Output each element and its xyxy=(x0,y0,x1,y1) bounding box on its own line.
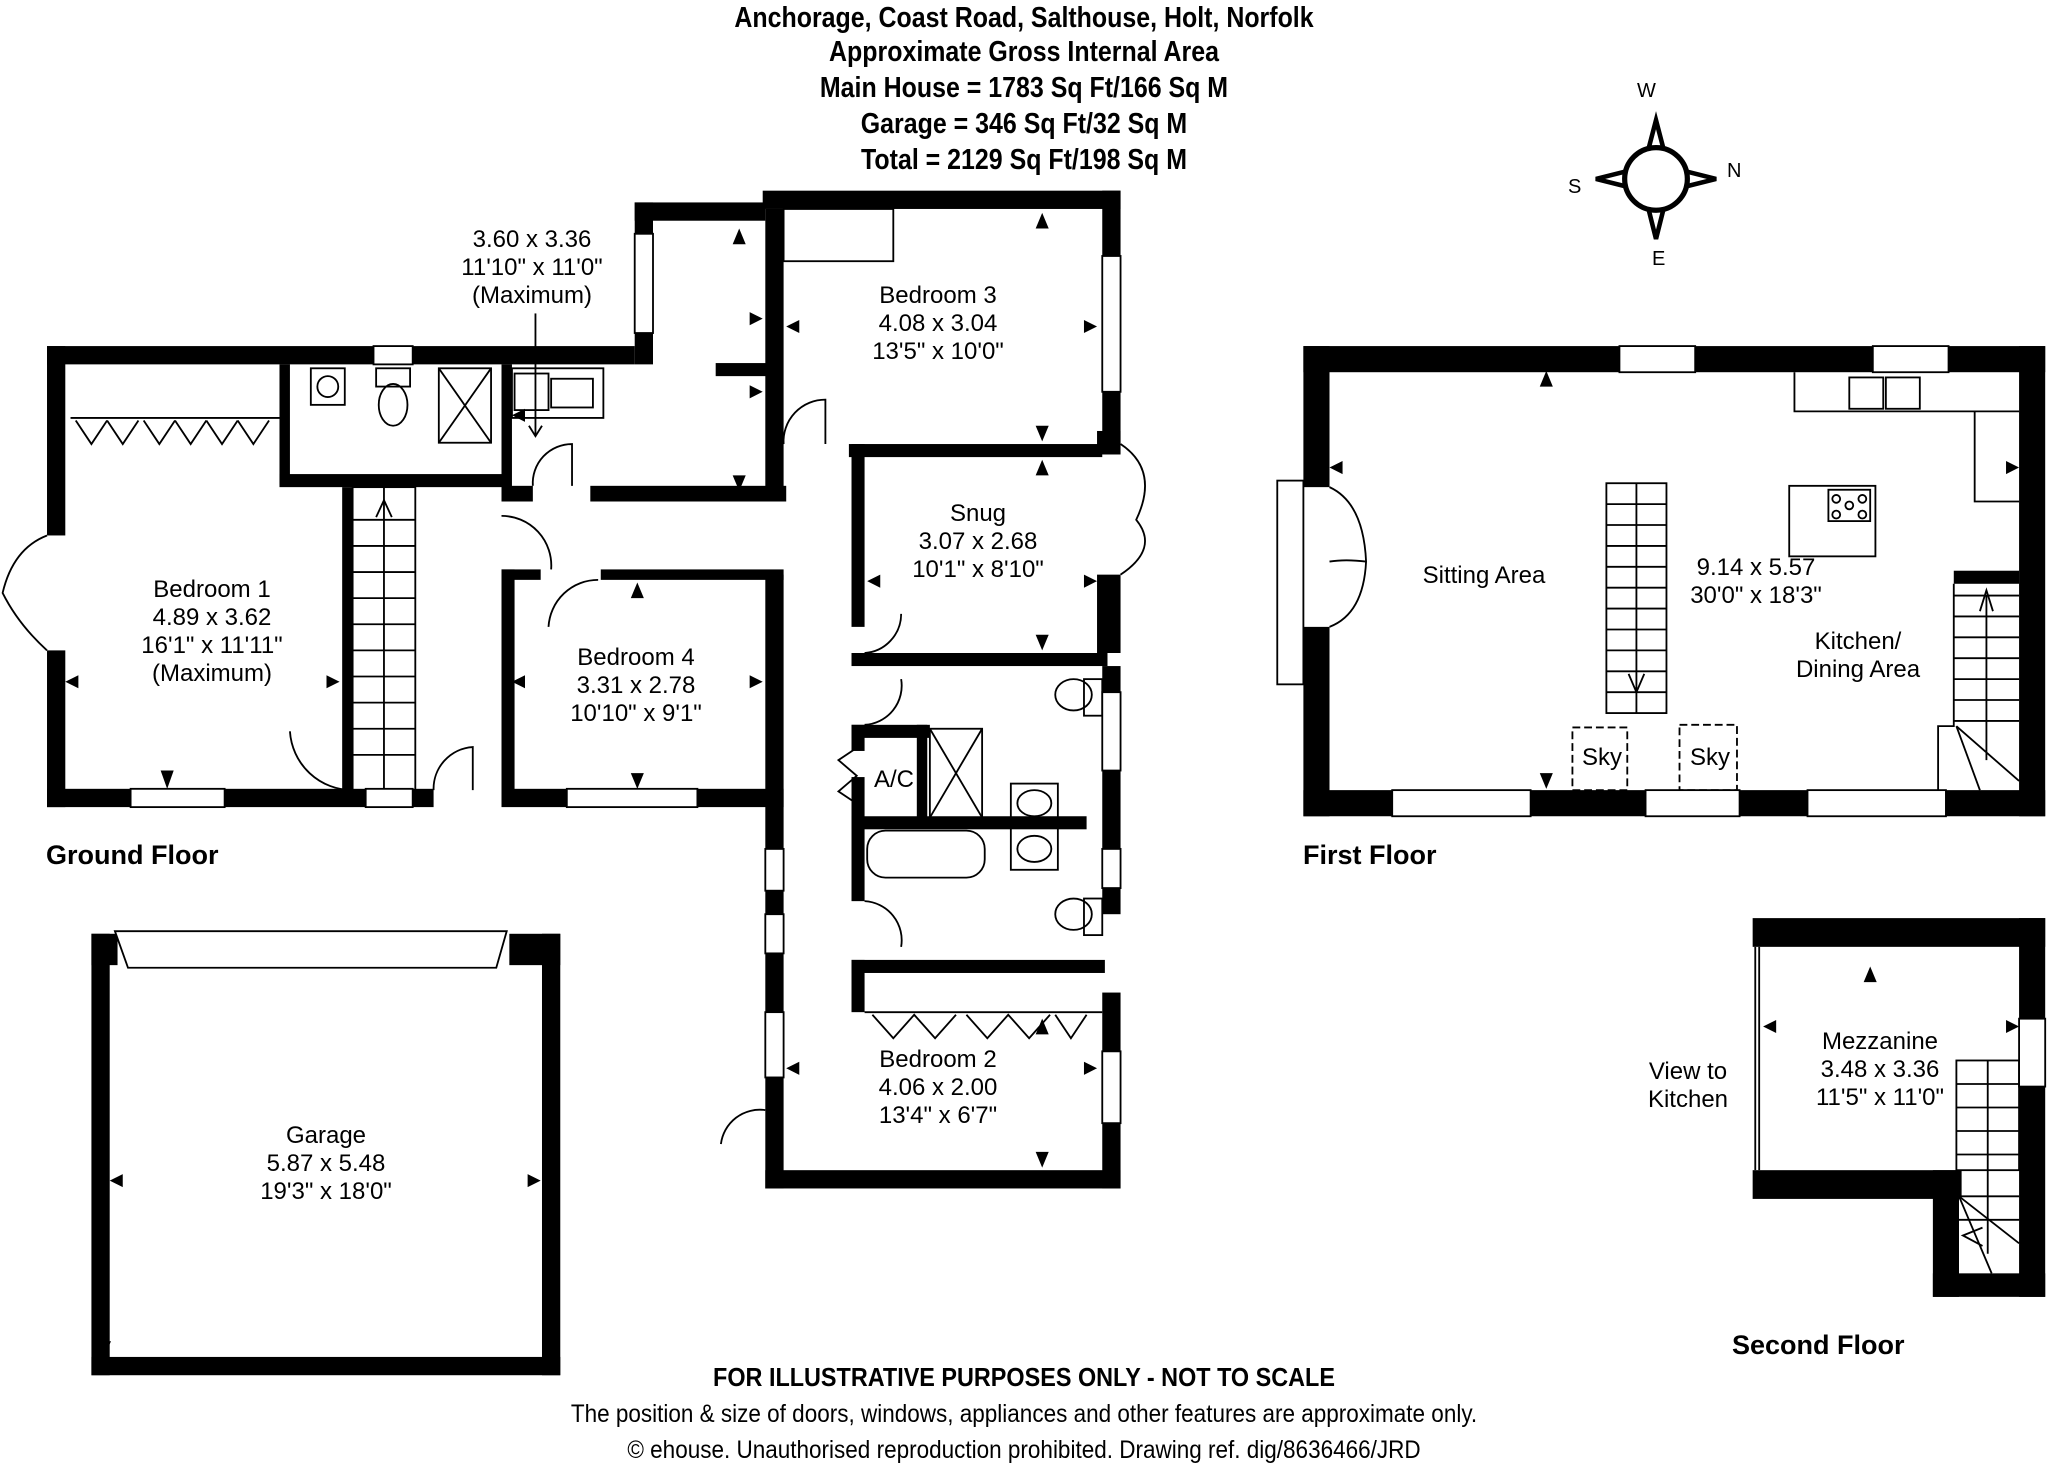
room-imperial: 13'5" x 10'0" xyxy=(872,338,1004,365)
ground-floor-walls xyxy=(47,190,1121,1189)
first-floor-fixtures xyxy=(1276,345,2020,818)
room-imperial: 19'3" x 18'0" xyxy=(260,1178,392,1205)
room-mezzanine: Mezzanine 3.48 x 3.36 11'5" x 11'0" xyxy=(1816,1028,1944,1112)
room-imperial: 10'10" x 9'1" xyxy=(570,700,702,727)
room-metric: 4.89 x 3.62 xyxy=(152,604,272,631)
room-name: Kitchen/ xyxy=(1814,628,1902,655)
second-floor-walls xyxy=(1752,918,2046,1297)
room-garage: Garage 5.87 x 5.48 19'3" x 18'0" xyxy=(260,1122,392,1206)
room-utility-dimensions: 3.60 x 3.36 11'10" x 11'0" (Maximum) xyxy=(461,226,602,310)
area-subtitle: Approximate Gross Internal Area xyxy=(829,36,1219,68)
ground-floor-fixtures xyxy=(1,208,1146,1145)
room-name: Snug xyxy=(949,500,1007,527)
room-metric: 3.48 x 3.36 xyxy=(1820,1056,1940,1083)
main-house-area: Main House = 1783 Sq Ft/166 Sq M xyxy=(819,72,1229,104)
garage-area: Garage = 346 Sq Ft/32 Sq M xyxy=(860,108,1188,140)
note-line1: View to xyxy=(1648,1058,1728,1085)
room-imperial: 13'4" x 6'7" xyxy=(878,1102,998,1129)
skylight-2: Sky xyxy=(1689,744,1731,771)
room-note: (Maximum) xyxy=(471,282,592,309)
room-name: Bedroom 4 xyxy=(577,644,695,671)
garage-walls xyxy=(91,933,561,1376)
compass-icon xyxy=(1595,111,1717,240)
room-name: Garage xyxy=(285,1122,367,1149)
dimension-markers xyxy=(65,212,1098,1168)
note-line2: Kitchen xyxy=(1647,1086,1729,1113)
compass-east-label: E xyxy=(1652,248,1666,270)
room-metric: 4.08 x 3.04 xyxy=(878,310,998,337)
room-sitting-area: Sitting Area xyxy=(1422,562,1546,589)
view-to-kitchen-note: View to Kitchen xyxy=(1648,1058,1728,1114)
room-name: Bedroom 2 xyxy=(879,1046,997,1073)
compass-west-label: W xyxy=(1637,80,1656,102)
compass-north-label: N xyxy=(1727,160,1742,182)
room-metric: 3.60 x 3.36 xyxy=(472,226,592,253)
room-open-plan-dimensions: 9.14 x 5.57 30'0" x 18'3" xyxy=(1690,554,1822,610)
room-imperial: 16'1" x 11'11" xyxy=(141,632,283,659)
disclaimer-heading: FOR ILLUSTRATIVE PURPOSES ONLY - NOT TO … xyxy=(713,1362,1335,1392)
room-imperial: 10'1" x 8'10" xyxy=(912,556,1044,583)
ground-floor-label: Ground Floor xyxy=(46,840,219,870)
room-kitchen-dining: Kitchen/ Dining Area xyxy=(1796,628,1920,684)
property-address: Anchorage, Coast Road, Salthouse, Holt, … xyxy=(734,2,1314,34)
room-bedroom-2: Bedroom 2 4.06 x 2.00 13'4" x 6'7" xyxy=(879,1046,998,1130)
room-name-line2: Dining Area xyxy=(1795,656,1921,683)
room-bedroom-4: Bedroom 4 3.31 x 2.78 10'10" x 9'1" xyxy=(570,644,702,728)
room-note: (Maximum) xyxy=(151,660,272,687)
room-airing-cupboard: A/C xyxy=(873,766,915,793)
room-bedroom-1: Bedroom 1 4.89 x 3.62 16'1" x 11'11" (Ma… xyxy=(141,576,282,688)
room-name: Mezzanine xyxy=(1821,1028,1939,1055)
disclaimer-note: The position & size of doors, windows, a… xyxy=(570,1400,1478,1428)
room-metric: 3.07 x 2.68 xyxy=(918,528,1038,555)
room-metric: 9.14 x 5.57 xyxy=(1696,554,1816,581)
room-imperial: 30'0" x 18'3" xyxy=(1690,582,1822,609)
first-floor-label: First Floor xyxy=(1303,840,1437,870)
room-metric: 4.06 x 2.00 xyxy=(878,1074,998,1101)
room-imperial: 11'5" x 11'0" xyxy=(1815,1084,1945,1111)
copyright-notice: © ehouse. Unauthorised reproduction proh… xyxy=(627,1436,1421,1464)
room-bedroom-3: Bedroom 3 4.08 x 3.04 13'5" x 10'0" xyxy=(872,282,1004,366)
room-snug: Snug 3.07 x 2.68 10'1" x 8'10" xyxy=(912,500,1044,584)
compass-south-label: S xyxy=(1568,176,1582,198)
first-floor-walls xyxy=(1303,346,2046,817)
room-name: Bedroom 3 xyxy=(879,282,997,309)
second-floor-label: Second Floor xyxy=(1732,1330,1905,1360)
room-metric: 3.31 x 2.78 xyxy=(576,672,696,699)
second-floor-fixtures xyxy=(1754,946,2047,1274)
total-area: Total = 2129 Sq Ft/198 Sq M xyxy=(861,144,1187,176)
room-name: Bedroom 1 xyxy=(153,576,271,603)
room-imperial: 11'10" x 11'0" xyxy=(461,254,603,281)
skylight-1: Sky xyxy=(1581,744,1623,771)
room-metric: 5.87 x 5.48 xyxy=(266,1150,386,1177)
